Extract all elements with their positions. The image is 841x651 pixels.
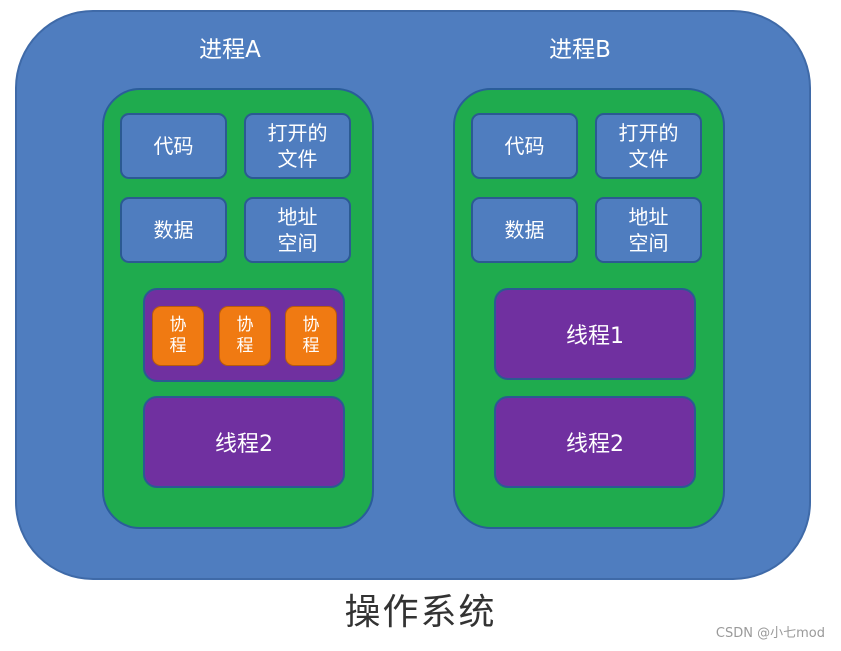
process-b-thread-1: 线程1	[494, 288, 696, 380]
process-b-data: 数据	[471, 197, 578, 263]
process-a-address-space: 地址 空间	[244, 197, 351, 263]
process-a-data: 数据	[120, 197, 227, 263]
process-b-code: 代码	[471, 113, 578, 179]
process-b-title: 进程B	[549, 37, 611, 63]
coroutine-3: 协 程	[285, 306, 337, 366]
process-a-box: 代码 打开的 文件 数据 地址 空间 协 程 协 程 协 程 线程2	[102, 88, 374, 529]
process-a-code: 代码	[120, 113, 227, 179]
operating-system-label: 操作系统	[344, 592, 497, 633]
process-a-open-files: 打开的 文件	[244, 113, 351, 179]
process-a-title: 进程A	[199, 37, 261, 63]
process-b-box: 代码 打开的 文件 数据 地址 空间 线程1 线程2	[453, 88, 725, 529]
process-b-address-space: 地址 空间	[595, 197, 702, 263]
process-b-thread-2: 线程2	[494, 396, 696, 488]
process-a-thread-1: 协 程 协 程 协 程	[143, 288, 345, 382]
coroutine-1: 协 程	[152, 306, 204, 366]
process-a-thread-2: 线程2	[143, 396, 345, 488]
watermark: CSDN @小七mod	[715, 626, 825, 641]
coroutine-2: 协 程	[219, 306, 271, 366]
process-b-open-files: 打开的 文件	[595, 113, 702, 179]
